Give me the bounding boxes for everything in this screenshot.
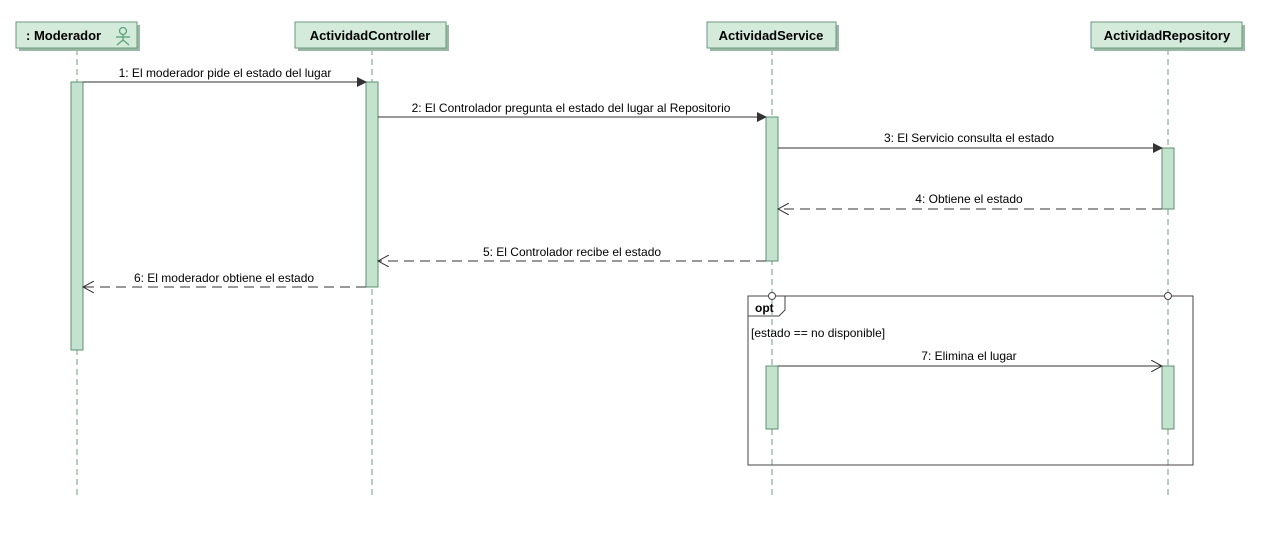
message-5: 5: El Controlador recibe el estado — [378, 245, 766, 261]
message-4-label: 4: Obtiene el estado — [915, 192, 1023, 206]
message-6: 6: El moderador obtiene el estado — [83, 271, 366, 287]
activation-repository-2 — [1161, 365, 1175, 430]
message-7: 7: Elimina el lugar — [778, 349, 1162, 366]
activation-moderador — [70, 81, 84, 351]
participant-controller-label: ActividadController — [310, 28, 431, 43]
participant-repository-label: ActividadRepository — [1104, 28, 1231, 43]
fragment-guard: [estado == no disponible] — [751, 326, 885, 340]
message-3: 3: El Servicio consulta el estado — [778, 131, 1163, 153]
fragment-operator: opt — [755, 301, 774, 315]
participant-service-label: ActividadService — [719, 28, 824, 43]
participant-service[interactable]: ActividadService — [706, 21, 839, 51]
fragment-lifeline-marker-service — [768, 292, 776, 300]
message-3-label: 3: El Servicio consulta el estado — [884, 131, 1054, 145]
opt-fragment: opt [estado == no disponible] — [747, 292, 1194, 466]
activation-service-2 — [765, 365, 779, 430]
message-2: 2: El Controlador pregunta el estado del… — [378, 101, 767, 122]
participant-controller[interactable]: ActividadController — [294, 21, 449, 51]
participant-moderador-label: : Moderador — [26, 28, 101, 43]
participant-repository[interactable]: ActividadRepository — [1090, 21, 1245, 51]
message-7-label: 7: Elimina el lugar — [921, 349, 1016, 363]
message-6-label: 6: El moderador obtiene el estado — [134, 271, 314, 285]
message-1: 1: El moderador pide el estado del lugar — [83, 66, 367, 87]
fragment-lifeline-marker-repository — [1164, 292, 1172, 300]
activation-controller — [365, 81, 379, 288]
message-2-label: 2: El Controlador pregunta el estado del… — [412, 101, 731, 115]
message-1-label: 1: El moderador pide el estado del lugar — [119, 66, 332, 80]
participant-moderador[interactable]: : Moderador — [15, 21, 140, 51]
activation-service-1 — [765, 116, 779, 262]
actor-icon — [116, 26, 130, 46]
activation-repository-1 — [1161, 147, 1175, 210]
message-5-label: 5: El Controlador recibe el estado — [483, 245, 661, 259]
message-4: 4: Obtiene el estado — [778, 192, 1162, 209]
